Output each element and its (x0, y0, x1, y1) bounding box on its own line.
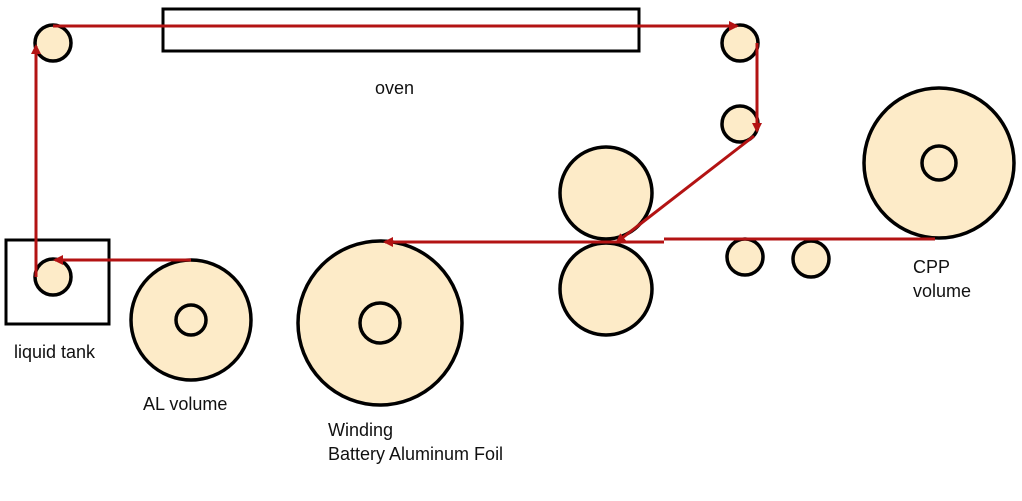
guide-roller-top-right (720, 23, 760, 63)
oven-box (161, 7, 641, 53)
guide-roller-cpp-1 (725, 237, 765, 277)
cpp-volume-roll-core (920, 144, 958, 182)
cpp-label-line2: volume (913, 281, 972, 301)
winding-roll-core (358, 301, 402, 345)
guide-roller-top-left (33, 23, 73, 63)
winding-label-line1: Winding (328, 420, 394, 440)
al-volume-label: AL volume (143, 394, 228, 414)
cpp-label-line1: CPP (913, 257, 951, 277)
al-volume-roll-core (174, 303, 208, 337)
laminating-roller-top (558, 145, 654, 241)
winding-label-line2: Battery Aluminum Foil (328, 444, 504, 464)
liquid-tank-box (4, 238, 111, 326)
guide-roller-cpp-2 (791, 239, 831, 279)
path-to-nip (615, 134, 755, 244)
laminating-roller-bottom (558, 241, 654, 337)
oven-label: oven (375, 78, 415, 98)
liquid-tank-label: liquid tank (14, 342, 96, 362)
guide-roller-tank (33, 257, 73, 297)
